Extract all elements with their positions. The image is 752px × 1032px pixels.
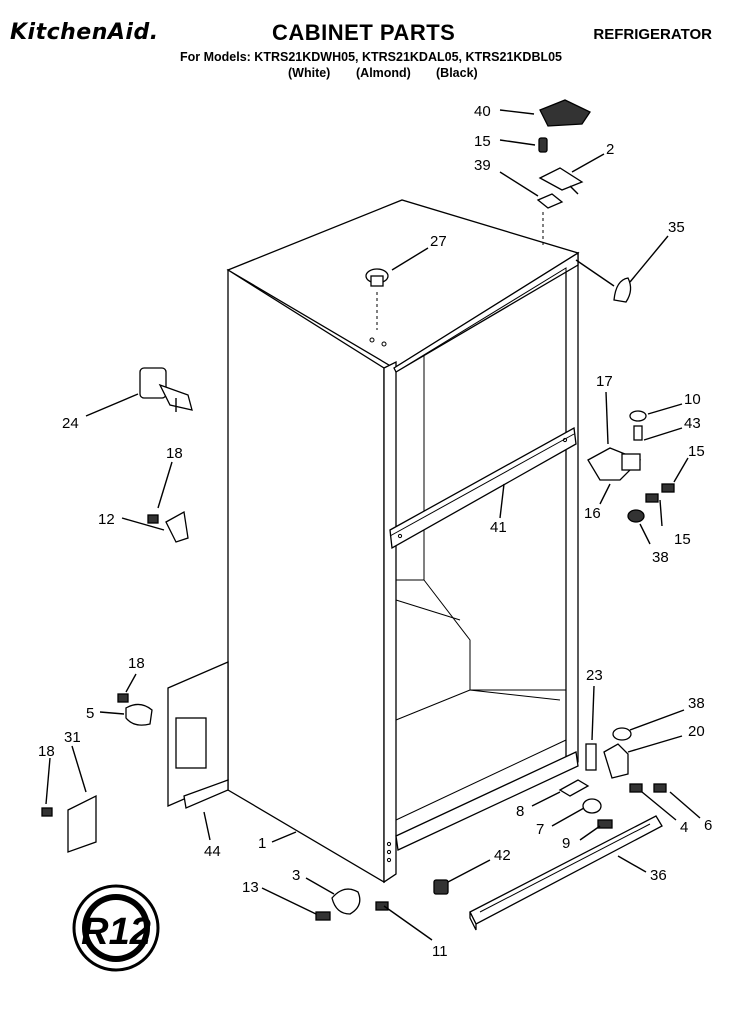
middle-hinge [587, 447, 642, 481]
callout-9: 9 [562, 835, 570, 852]
callout-18-upper: 18 [166, 445, 183, 462]
bottom-hinge [585, 727, 667, 793]
callout-41: 41 [490, 519, 507, 536]
hinge-cap [613, 277, 632, 303]
callout-3: 3 [292, 867, 300, 884]
divider-bar [389, 426, 577, 550]
callout-35: 35 [668, 219, 685, 236]
callout-5: 5 [86, 705, 94, 722]
cabinet-plug [365, 268, 389, 287]
callout-10: 10 [684, 391, 701, 408]
callout-15-mid: 15 [688, 443, 705, 460]
color-almond: (Almond) [356, 66, 411, 80]
callout-42: 42 [494, 847, 511, 864]
callout-23: 23 [586, 667, 603, 684]
roller [331, 888, 361, 915]
seal-text: R12 [81, 911, 151, 953]
callout-16: 16 [584, 505, 601, 522]
callout-8: 8 [516, 803, 524, 820]
callout-18-mid: 18 [128, 655, 145, 672]
callout-15-top: 15 [474, 133, 491, 150]
model-list: For Models: KTRS21KDWH05, KTRS21KDAL05, … [180, 50, 563, 64]
callout-24: 24 [62, 415, 79, 432]
callout-20: 20 [688, 723, 705, 740]
callout-7: 7 [536, 821, 544, 838]
callout-2: 2 [606, 141, 614, 158]
callout-40: 40 [474, 103, 491, 120]
cabinet-shell [226, 199, 580, 884]
callout-36: 36 [650, 867, 667, 884]
grille-clip [433, 879, 449, 895]
hinge-screw [538, 137, 548, 153]
color-black: (Black) [436, 66, 478, 80]
hinge-washers [627, 410, 675, 523]
callout-27: 27 [430, 233, 447, 250]
leveling-parts [558, 779, 613, 829]
leader-lines [45, 109, 701, 941]
callout-12: 12 [98, 511, 115, 528]
callout-4: 4 [680, 819, 688, 836]
callout-6: 6 [704, 817, 712, 834]
brand-logo: KitchenAid. [10, 20, 159, 45]
r12-seal: R12 [72, 884, 160, 972]
callout-labels: 40 15 2 39 35 27 24 18 12 17 10 43 15 16… [38, 103, 712, 960]
callout-44: 44 [204, 843, 221, 860]
callout-18-lower: 18 [38, 743, 55, 760]
page-title: CABINET PARTS [272, 20, 456, 45]
hinge-shim [536, 193, 564, 209]
bracket-left [147, 510, 189, 543]
product-category: REFRIGERATOR [593, 26, 712, 43]
side-cover [41, 794, 97, 853]
mounting-panel [167, 661, 229, 809]
toe-grille [469, 815, 663, 931]
callout-11: 11 [432, 943, 448, 960]
callout-1: 1 [258, 835, 266, 852]
screws-bottom [315, 901, 389, 921]
callout-17: 17 [596, 373, 613, 390]
hinge-cover [539, 99, 591, 127]
clip-left [117, 693, 153, 726]
callout-13: 13 [242, 879, 259, 896]
callout-31: 31 [64, 729, 81, 746]
color-white: (White) [288, 66, 331, 80]
callout-38-upper: 38 [652, 549, 669, 566]
top-hinge [538, 167, 584, 195]
callout-39: 39 [474, 157, 491, 174]
callout-38-lower: 38 [688, 695, 705, 712]
callout-15-low: 15 [674, 531, 691, 548]
light-socket [139, 367, 193, 412]
callout-43: 43 [684, 415, 701, 432]
